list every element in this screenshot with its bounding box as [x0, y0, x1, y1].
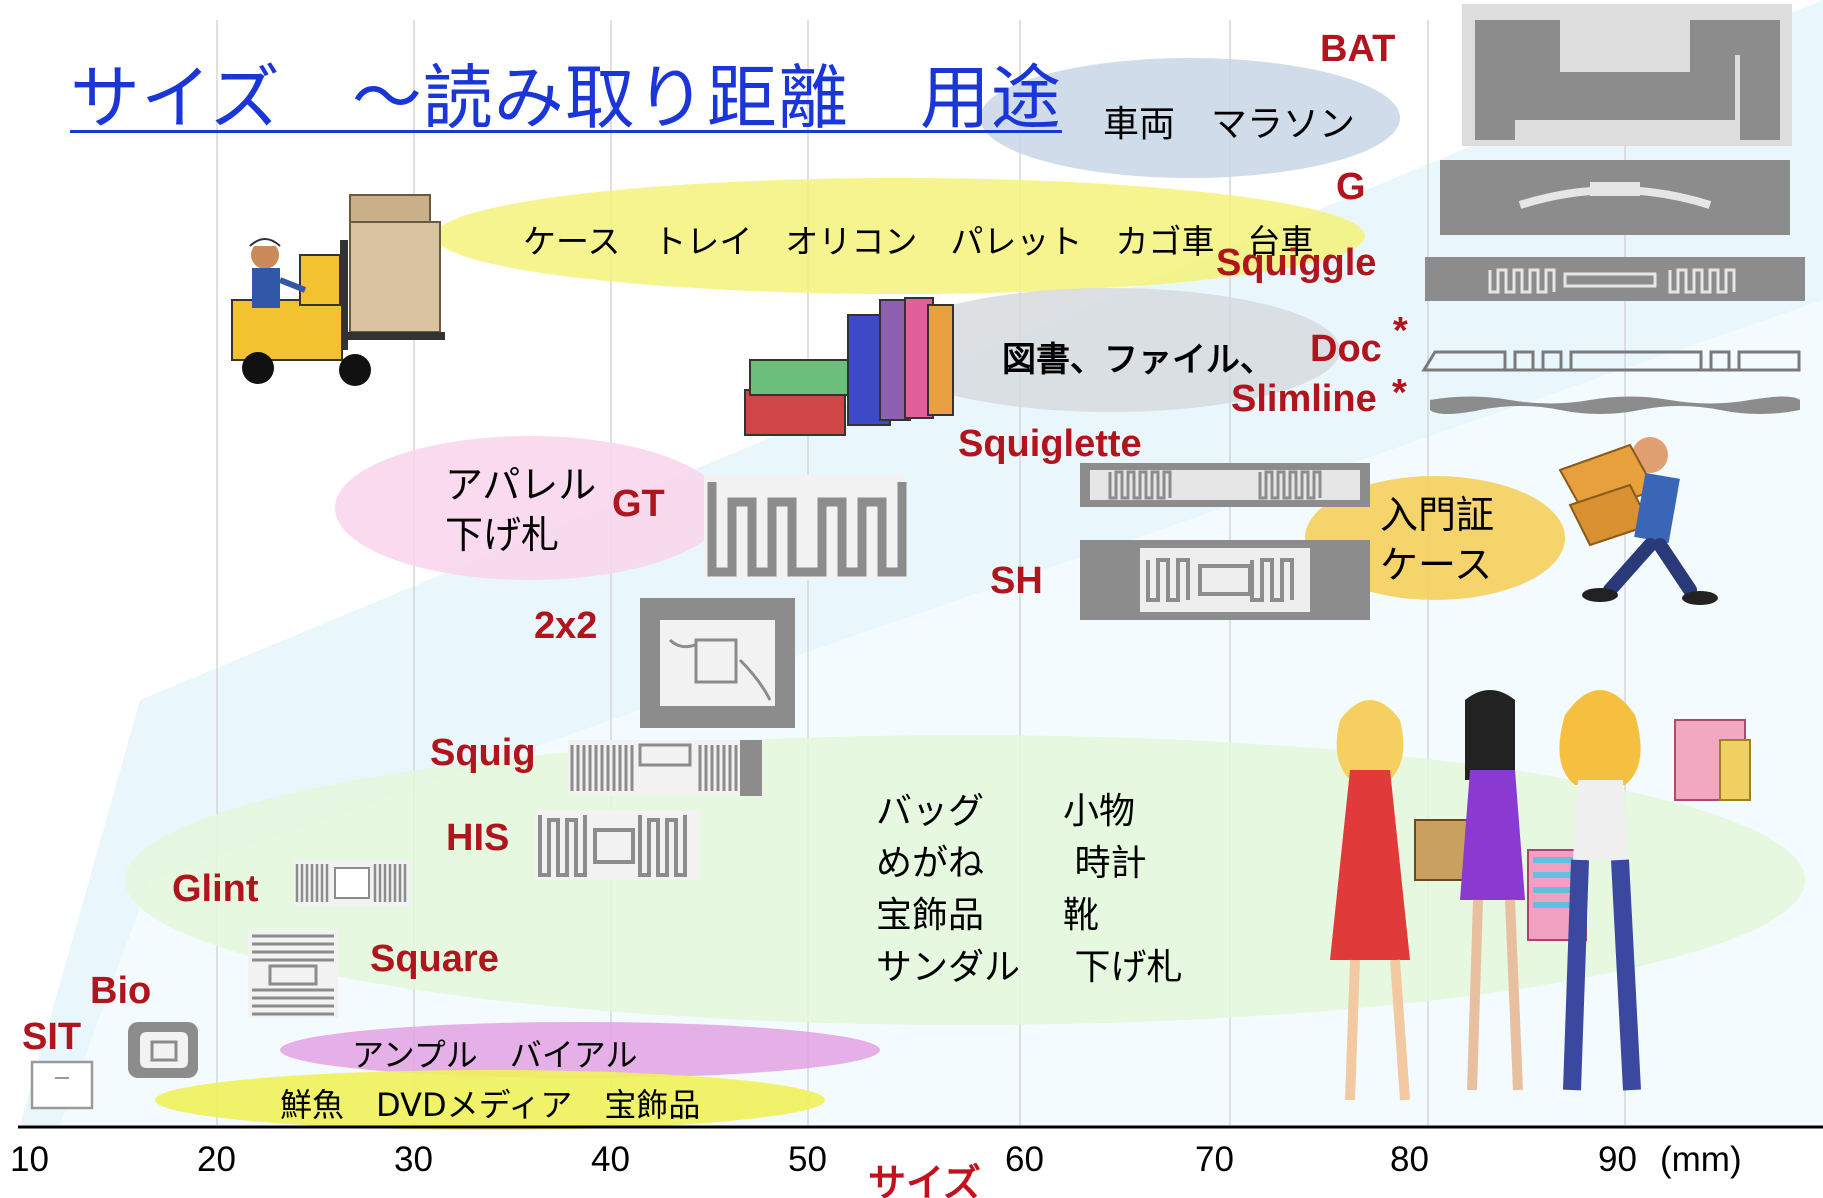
- tag-label-squiggle: Squiggle: [1216, 242, 1377, 284]
- tag-slimline-inlay: [1430, 396, 1800, 414]
- tag-label-square: Square: [370, 938, 499, 980]
- tag-label-squig: Squig: [430, 732, 536, 774]
- x-axis-label: サイズ: [868, 1161, 981, 1198]
- tag-label-gt: GT: [612, 483, 665, 525]
- tag-label-g: G: [1336, 166, 1366, 208]
- use-badge: 入門証 ケース: [1380, 493, 1495, 587]
- tag-label-bat: BAT: [1320, 28, 1396, 70]
- tag-label-his: HIS: [446, 817, 510, 859]
- tag-his-inlay: [535, 810, 700, 880]
- use-apparel: アパレル 下げ札: [445, 463, 597, 557]
- x-tick: 60: [1005, 1140, 1044, 1179]
- use-small: 鮮魚 DVDメディア 宝飾品: [280, 1086, 701, 1124]
- tag-label-sh: SH: [990, 560, 1043, 602]
- tag-g-inlay: [1440, 160, 1790, 235]
- x-tick: 50: [788, 1140, 827, 1179]
- oval-small: [155, 1070, 825, 1130]
- oval-books: [880, 288, 1340, 412]
- x-tick: 10: [10, 1140, 49, 1179]
- use-goods-right: 小物 時計 靴 下げ札: [1063, 791, 1183, 988]
- x-axis-unit: (mm): [1660, 1140, 1742, 1179]
- tag-sit-inlay: [30, 1060, 94, 1110]
- tag-label-glint: Glint: [172, 868, 259, 910]
- forklift-icon: [231, 194, 445, 386]
- oval-logistics: [435, 178, 1365, 294]
- use-books: 図書、ファイル、: [1002, 340, 1274, 380]
- delivery-man-icon: [1558, 437, 1718, 605]
- x-tick: 40: [591, 1140, 630, 1179]
- tag-label-sit: SIT: [22, 1016, 82, 1058]
- tag-square-inlay: [248, 930, 338, 1018]
- tag-squig-inlay: [568, 740, 763, 796]
- use-vehicle: 車両 マラソン: [1103, 104, 1356, 145]
- tag-bio-inlay: [128, 1022, 198, 1078]
- x-tick: 30: [394, 1140, 433, 1179]
- page-title: サイズ ～読み取り距離 用途: [70, 57, 1062, 139]
- tag-label-bio: Bio: [90, 970, 152, 1012]
- tag-2x2-inlay: [640, 598, 795, 728]
- tag-label-squiglette: Squiglette: [958, 423, 1142, 465]
- x-tick: 70: [1195, 1140, 1234, 1179]
- tag-bat-inlay: [1462, 4, 1792, 146]
- tag-label-2x2: 2x2: [534, 605, 598, 647]
- doc-asterisk: *: [1393, 310, 1408, 352]
- use-ampoule: アンプル バイアル: [352, 1036, 638, 1074]
- tag-label-doc: Doc: [1310, 328, 1382, 370]
- tag-doc-inlay: [1421, 350, 1801, 372]
- shoppers-icon: [1330, 690, 1751, 1101]
- oval-apparel: [335, 436, 725, 580]
- x-tick: 80: [1390, 1140, 1429, 1179]
- oval-ampoule: [280, 1022, 880, 1078]
- x-tick: 20: [197, 1140, 236, 1179]
- tag-gt-inlay: [704, 475, 907, 580]
- use-goods-left: バッグ めがね 宝飾品 サンダル: [876, 791, 1021, 988]
- tag-squiggle-inlay: [1425, 257, 1805, 301]
- tag-squiglette-inlay: [1080, 463, 1370, 507]
- tag-sh-inlay: [1080, 540, 1370, 620]
- tag-glint-inlay: [294, 860, 410, 906]
- use-logistics: ケース トレイ オリコン パレット カゴ車 台車: [523, 222, 1314, 261]
- books-icon: [744, 297, 954, 436]
- slimline-asterisk: *: [1392, 372, 1407, 414]
- oval-vehicle: [980, 58, 1400, 178]
- x-tick: 90: [1598, 1140, 1637, 1179]
- tag-label-slimline: Slimline: [1231, 378, 1377, 420]
